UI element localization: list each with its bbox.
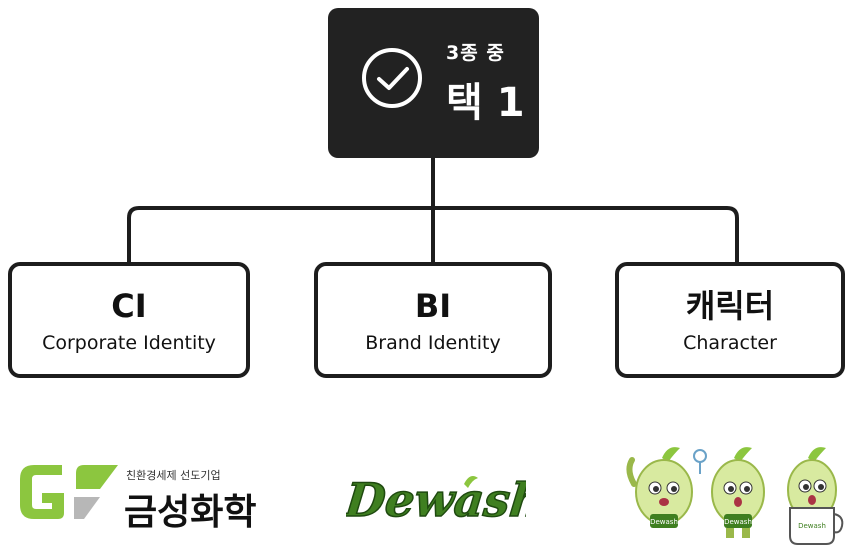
option-bi-subtitle: Brand Identity xyxy=(365,332,501,354)
dewash-wordmark: Dewash xyxy=(346,473,526,527)
option-ci-title: CI xyxy=(111,287,147,325)
ci-company-name: 금성화학 xyxy=(124,492,257,533)
option-ci-box: CI Corporate Identity xyxy=(8,262,250,378)
selection-choice-label: 택 1 xyxy=(446,80,525,126)
option-character-title: 캐릭터 xyxy=(685,287,775,325)
option-character-subtitle: Character xyxy=(683,332,777,354)
character-illustrations: Dewash Dewash Dewash xyxy=(622,440,846,546)
selection-count-label: 3종 중 xyxy=(446,42,505,64)
mascot-waving-icon: Dewash xyxy=(626,447,707,528)
svg-text:Dewash: Dewash xyxy=(798,522,826,530)
mascot-cup-icon: Dewash xyxy=(787,447,844,545)
option-bi-box: BI Brand Identity xyxy=(314,262,552,378)
gs-logo-mark-icon xyxy=(20,465,118,519)
selection-box: 3종 중 택 1 xyxy=(328,8,539,158)
leaf-icon xyxy=(464,476,478,488)
svg-text:Dewash: Dewash xyxy=(650,518,678,526)
ci-tagline: 친환경세제 선도기업 xyxy=(126,469,221,482)
option-bi-title: BI xyxy=(414,287,452,325)
mascot-standing-icon: Dewash xyxy=(711,447,765,538)
checkmark-circle-icon xyxy=(362,48,422,108)
option-ci-subtitle: Corporate Identity xyxy=(42,332,216,354)
svg-text:Dewash: Dewash xyxy=(724,518,752,526)
bi-logo: Dewash xyxy=(340,458,547,538)
option-character-box: 캐릭터 Character xyxy=(615,262,845,378)
ci-logo: 친환경세제 선도기업 금성화학 xyxy=(14,455,257,535)
